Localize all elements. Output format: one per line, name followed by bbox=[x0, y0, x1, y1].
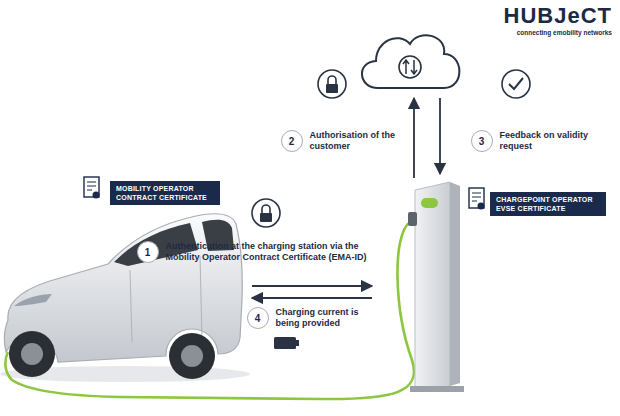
cloud-outline bbox=[362, 35, 459, 88]
lock-body bbox=[260, 213, 272, 222]
check-icon bbox=[502, 70, 530, 98]
step-description: Feedback on validity request bbox=[500, 130, 592, 152]
certificate-badge: CHARGEPOINT OPERATOR EVSE CERTIFICATE bbox=[490, 192, 606, 216]
current-arrow bbox=[252, 297, 372, 299]
wheel bbox=[169, 333, 215, 379]
step-callout: 3 Feedback on validity request bbox=[471, 130, 592, 152]
callout-number: 2 bbox=[281, 130, 303, 152]
lock-body bbox=[326, 84, 338, 93]
request-arrow bbox=[252, 285, 372, 287]
callout-number: 1 bbox=[137, 241, 159, 263]
check-mark bbox=[509, 78, 523, 89]
up-arrow-glyph bbox=[403, 60, 409, 74]
logo-tagline: connecting emobility networks bbox=[517, 29, 612, 36]
down-arrow bbox=[439, 98, 441, 174]
document-lines bbox=[472, 193, 481, 201]
icon-circle bbox=[252, 199, 280, 227]
plug-holster bbox=[408, 212, 417, 226]
charging-station bbox=[408, 182, 464, 392]
charging-cable bbox=[5, 222, 414, 399]
lock-icon bbox=[318, 70, 346, 98]
cloud-icon bbox=[362, 35, 459, 88]
certificate-badge: MOBILITY OPERATOR CONTRACT CERTIFICATE bbox=[110, 181, 220, 205]
headlight bbox=[14, 294, 52, 306]
lock-icon bbox=[252, 199, 280, 227]
rim bbox=[21, 343, 43, 365]
document-lines bbox=[87, 182, 96, 190]
step-callout: 1 Authentication at the charging station … bbox=[137, 241, 381, 263]
down-arrow-glyph bbox=[411, 60, 417, 74]
icon-circle bbox=[502, 70, 530, 98]
seal bbox=[93, 192, 100, 199]
certificate-label: CHARGEPOINT OPERATOR EVSE CERTIFICATE bbox=[496, 195, 600, 213]
step-callout: 4 Charging current is being provided bbox=[247, 307, 376, 329]
rim bbox=[181, 345, 203, 367]
step-callout: 2 Authorisation of the customer bbox=[281, 130, 398, 152]
pillar-front bbox=[415, 182, 450, 390]
seal bbox=[478, 203, 485, 210]
step-description: Authentication at the charging station v… bbox=[166, 241, 381, 263]
callout-number: 3 bbox=[471, 130, 493, 152]
door-line bbox=[130, 256, 202, 342]
pillar-side bbox=[450, 182, 460, 386]
wheel bbox=[9, 331, 55, 377]
station-display bbox=[421, 198, 438, 208]
battery-body bbox=[274, 337, 296, 349]
step-description: Authorisation of the customer bbox=[310, 130, 398, 152]
up-arrow bbox=[413, 98, 415, 178]
certificate-icon bbox=[469, 188, 485, 210]
callout-number: 4 bbox=[247, 307, 269, 329]
certificate-icon bbox=[84, 177, 100, 199]
step-description: Charging current is being provided bbox=[276, 307, 376, 329]
car bbox=[4, 214, 242, 379]
lock-shackle bbox=[262, 205, 270, 213]
battery-icon bbox=[274, 337, 299, 349]
battery-nub bbox=[296, 340, 299, 346]
icon-circle bbox=[318, 70, 346, 98]
certificate-label: MOBILITY OPERATOR CONTRACT CERTIFICATE bbox=[116, 184, 214, 202]
lock-shackle bbox=[328, 76, 336, 84]
station-base bbox=[410, 386, 464, 392]
sync-circle bbox=[399, 56, 421, 78]
logo-wordmark: HUBJeCT bbox=[504, 3, 612, 29]
